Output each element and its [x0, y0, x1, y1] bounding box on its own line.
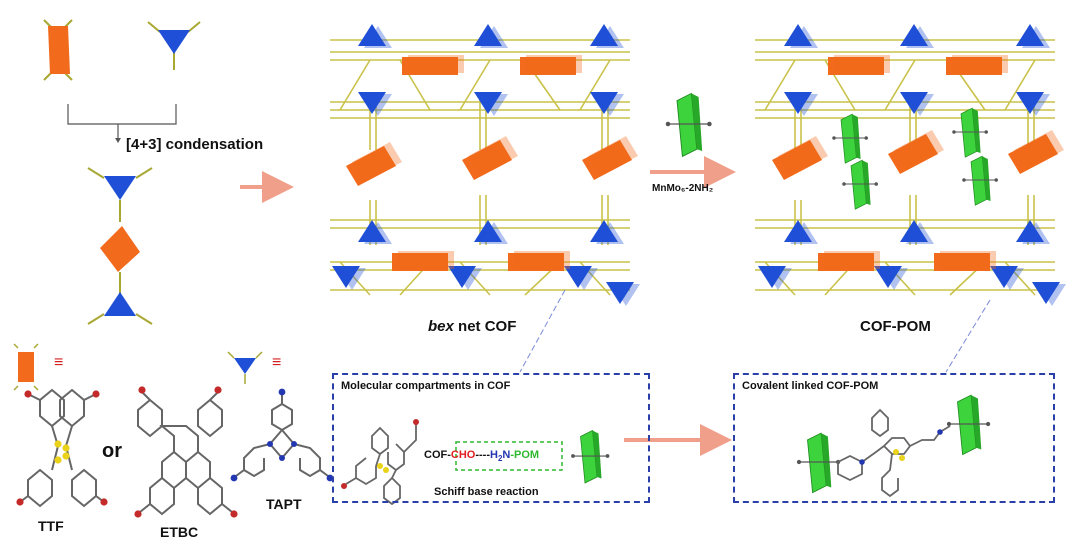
molecular-compartments-title: Molecular compartments in COF [341, 380, 511, 392]
orange-linker-legend-icon [13, 343, 39, 391]
blue-linker-legend-icon [227, 351, 263, 384]
schiff-reaction-equation: COF-CHO----H2N-POM [424, 449, 539, 463]
n-atom: N [502, 449, 511, 461]
bex-net-cof-lattice [330, 24, 640, 306]
schiff-base-reaction-label: Schiff base reaction [434, 486, 539, 498]
etbc-molecule-icon [134, 386, 238, 518]
blue-linker-equiv-symbol: ≡ [272, 354, 282, 371]
cof-prefix: COF- [424, 449, 451, 461]
ttf-molecule-icon [16, 388, 108, 508]
covalent-linked-title: Covalent linked COF-POM [742, 380, 879, 392]
schiff-highlight-box [455, 441, 563, 471]
bond-dashes: ---- [475, 449, 490, 461]
covalent-linked-box: Covalent linked COF-POM [733, 373, 1055, 503]
cof-compartment-molecule-icon [341, 419, 419, 506]
condensation-bracket [67, 104, 177, 143]
bex-net-cof-label: bex net COF [428, 318, 516, 335]
cho-group: CHO [450, 449, 476, 461]
mnmo6-pom-reagent-icon [665, 92, 713, 158]
reagent-label: MnMo₆-2NH₂ [652, 183, 714, 194]
condensation-label: [4+3] condensation [126, 136, 264, 153]
etbc-label: ETBC [160, 524, 199, 540]
molecular-compartments-box: Molecular compartments in COF [332, 373, 650, 503]
cof-pom-label: COF-POM [860, 318, 931, 335]
h-subscript: 2 [497, 454, 503, 464]
guide-line-cof [519, 289, 566, 373]
or-label: or [102, 440, 122, 462]
bex-italic: bex [428, 318, 454, 335]
tritopic-linker-icon [147, 21, 201, 71]
pom-suffix: -POM [510, 449, 540, 461]
tetratopic-linker-icon [43, 19, 73, 81]
cof-pom-lattice [755, 24, 1066, 306]
tapt-molecule-icon [230, 388, 334, 482]
orange-linker-equiv-symbol: ≡ [54, 354, 64, 371]
net-cof-text: net COF [453, 318, 517, 335]
guide-line-cof-pom [945, 299, 991, 373]
h-atom: H [490, 449, 498, 461]
tapt-label: TAPT [266, 496, 302, 512]
covalent-cof-pom-molecule-icon [796, 394, 991, 498]
condensed-unit-icon [87, 167, 153, 325]
ttf-label: TTF [38, 518, 64, 534]
